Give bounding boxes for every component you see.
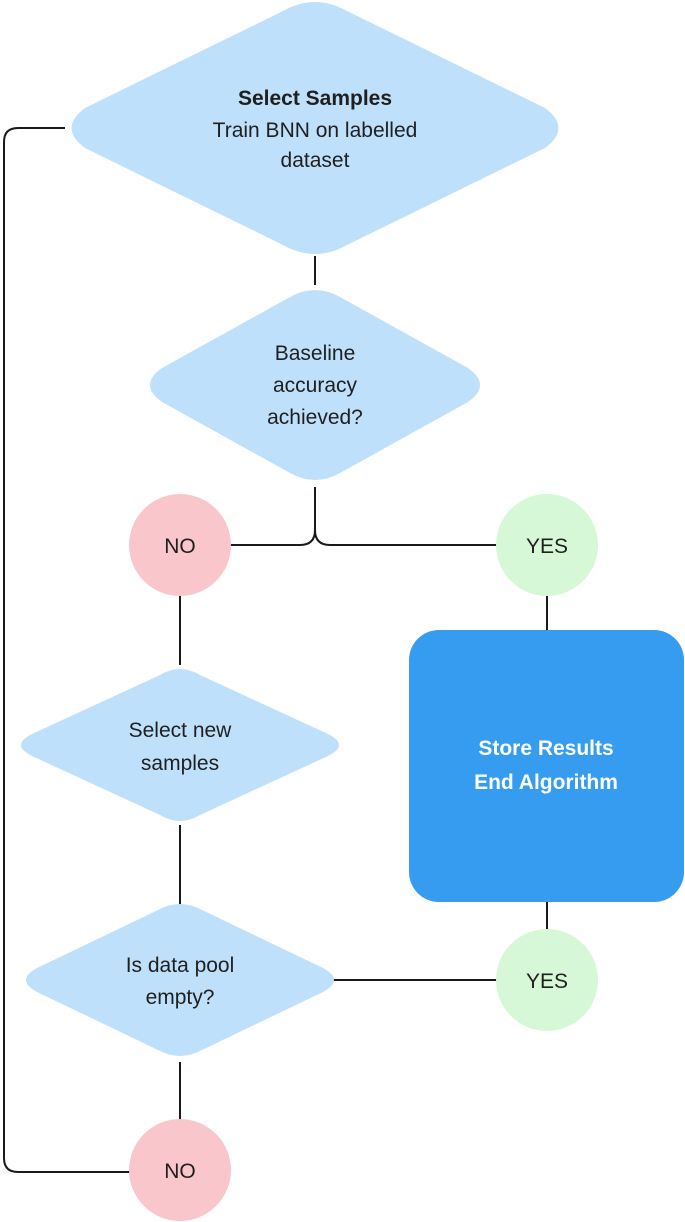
pool-empty-node: Is data pool empty?	[26, 904, 334, 1056]
select-new-samples-diamond	[21, 669, 339, 821]
junction-to-yes-connector	[314, 529, 497, 546]
baseline-accuracy-line3: achieved?	[267, 406, 363, 429]
yes-circle-bottom: YES	[496, 929, 598, 1031]
store-results-node: Store Results End Algorithm	[409, 630, 684, 902]
yes-circle-top-shape	[496, 494, 598, 596]
baseline-accuracy-line2: accuracy	[273, 374, 358, 397]
yes-label-bottom: YES	[526, 970, 568, 993]
baseline-accuracy-line1: Baseline	[275, 342, 356, 365]
select-samples-diamond	[71, 2, 559, 254]
pool-empty-line1: Is data pool	[126, 954, 235, 977]
yes-label-top: YES	[526, 535, 568, 558]
store-results-box	[409, 630, 684, 902]
select-samples-line2: dataset	[281, 149, 350, 172]
pool-empty-diamond	[26, 904, 334, 1056]
baseline-accuracy-node: Baseline accuracy achieved?	[150, 290, 480, 480]
select-new-samples-line1: Select new	[129, 719, 233, 742]
select-samples-title: Select Samples	[238, 87, 392, 110]
select-samples-node: Select Samples Train BNN on labelled dat…	[71, 2, 559, 254]
loop-back-connector	[3, 127, 130, 1173]
no-circle-top: NO	[129, 494, 231, 596]
store-results-line2: End Algorithm	[474, 771, 618, 794]
no-circle-bottom-shape	[129, 1119, 231, 1221]
no-label-top: NO	[164, 535, 196, 558]
select-samples-line1: Train BNN on labelled	[213, 119, 418, 142]
junction-to-no-connector	[230, 529, 316, 546]
store-results-line1: Store Results	[478, 737, 613, 760]
yes-circle-bottom-shape	[496, 929, 598, 1031]
select-new-samples-line2: samples	[141, 752, 219, 775]
no-label-bottom: NO	[164, 1160, 196, 1183]
select-new-samples-node: Select new samples	[21, 669, 339, 821]
pool-empty-line2: empty?	[146, 986, 215, 1009]
baseline-accuracy-diamond	[150, 290, 480, 480]
connectors	[3, 127, 548, 1173]
no-circle-top-shape	[129, 494, 231, 596]
yes-circle-top: YES	[496, 494, 598, 596]
no-circle-bottom: NO	[129, 1119, 231, 1221]
